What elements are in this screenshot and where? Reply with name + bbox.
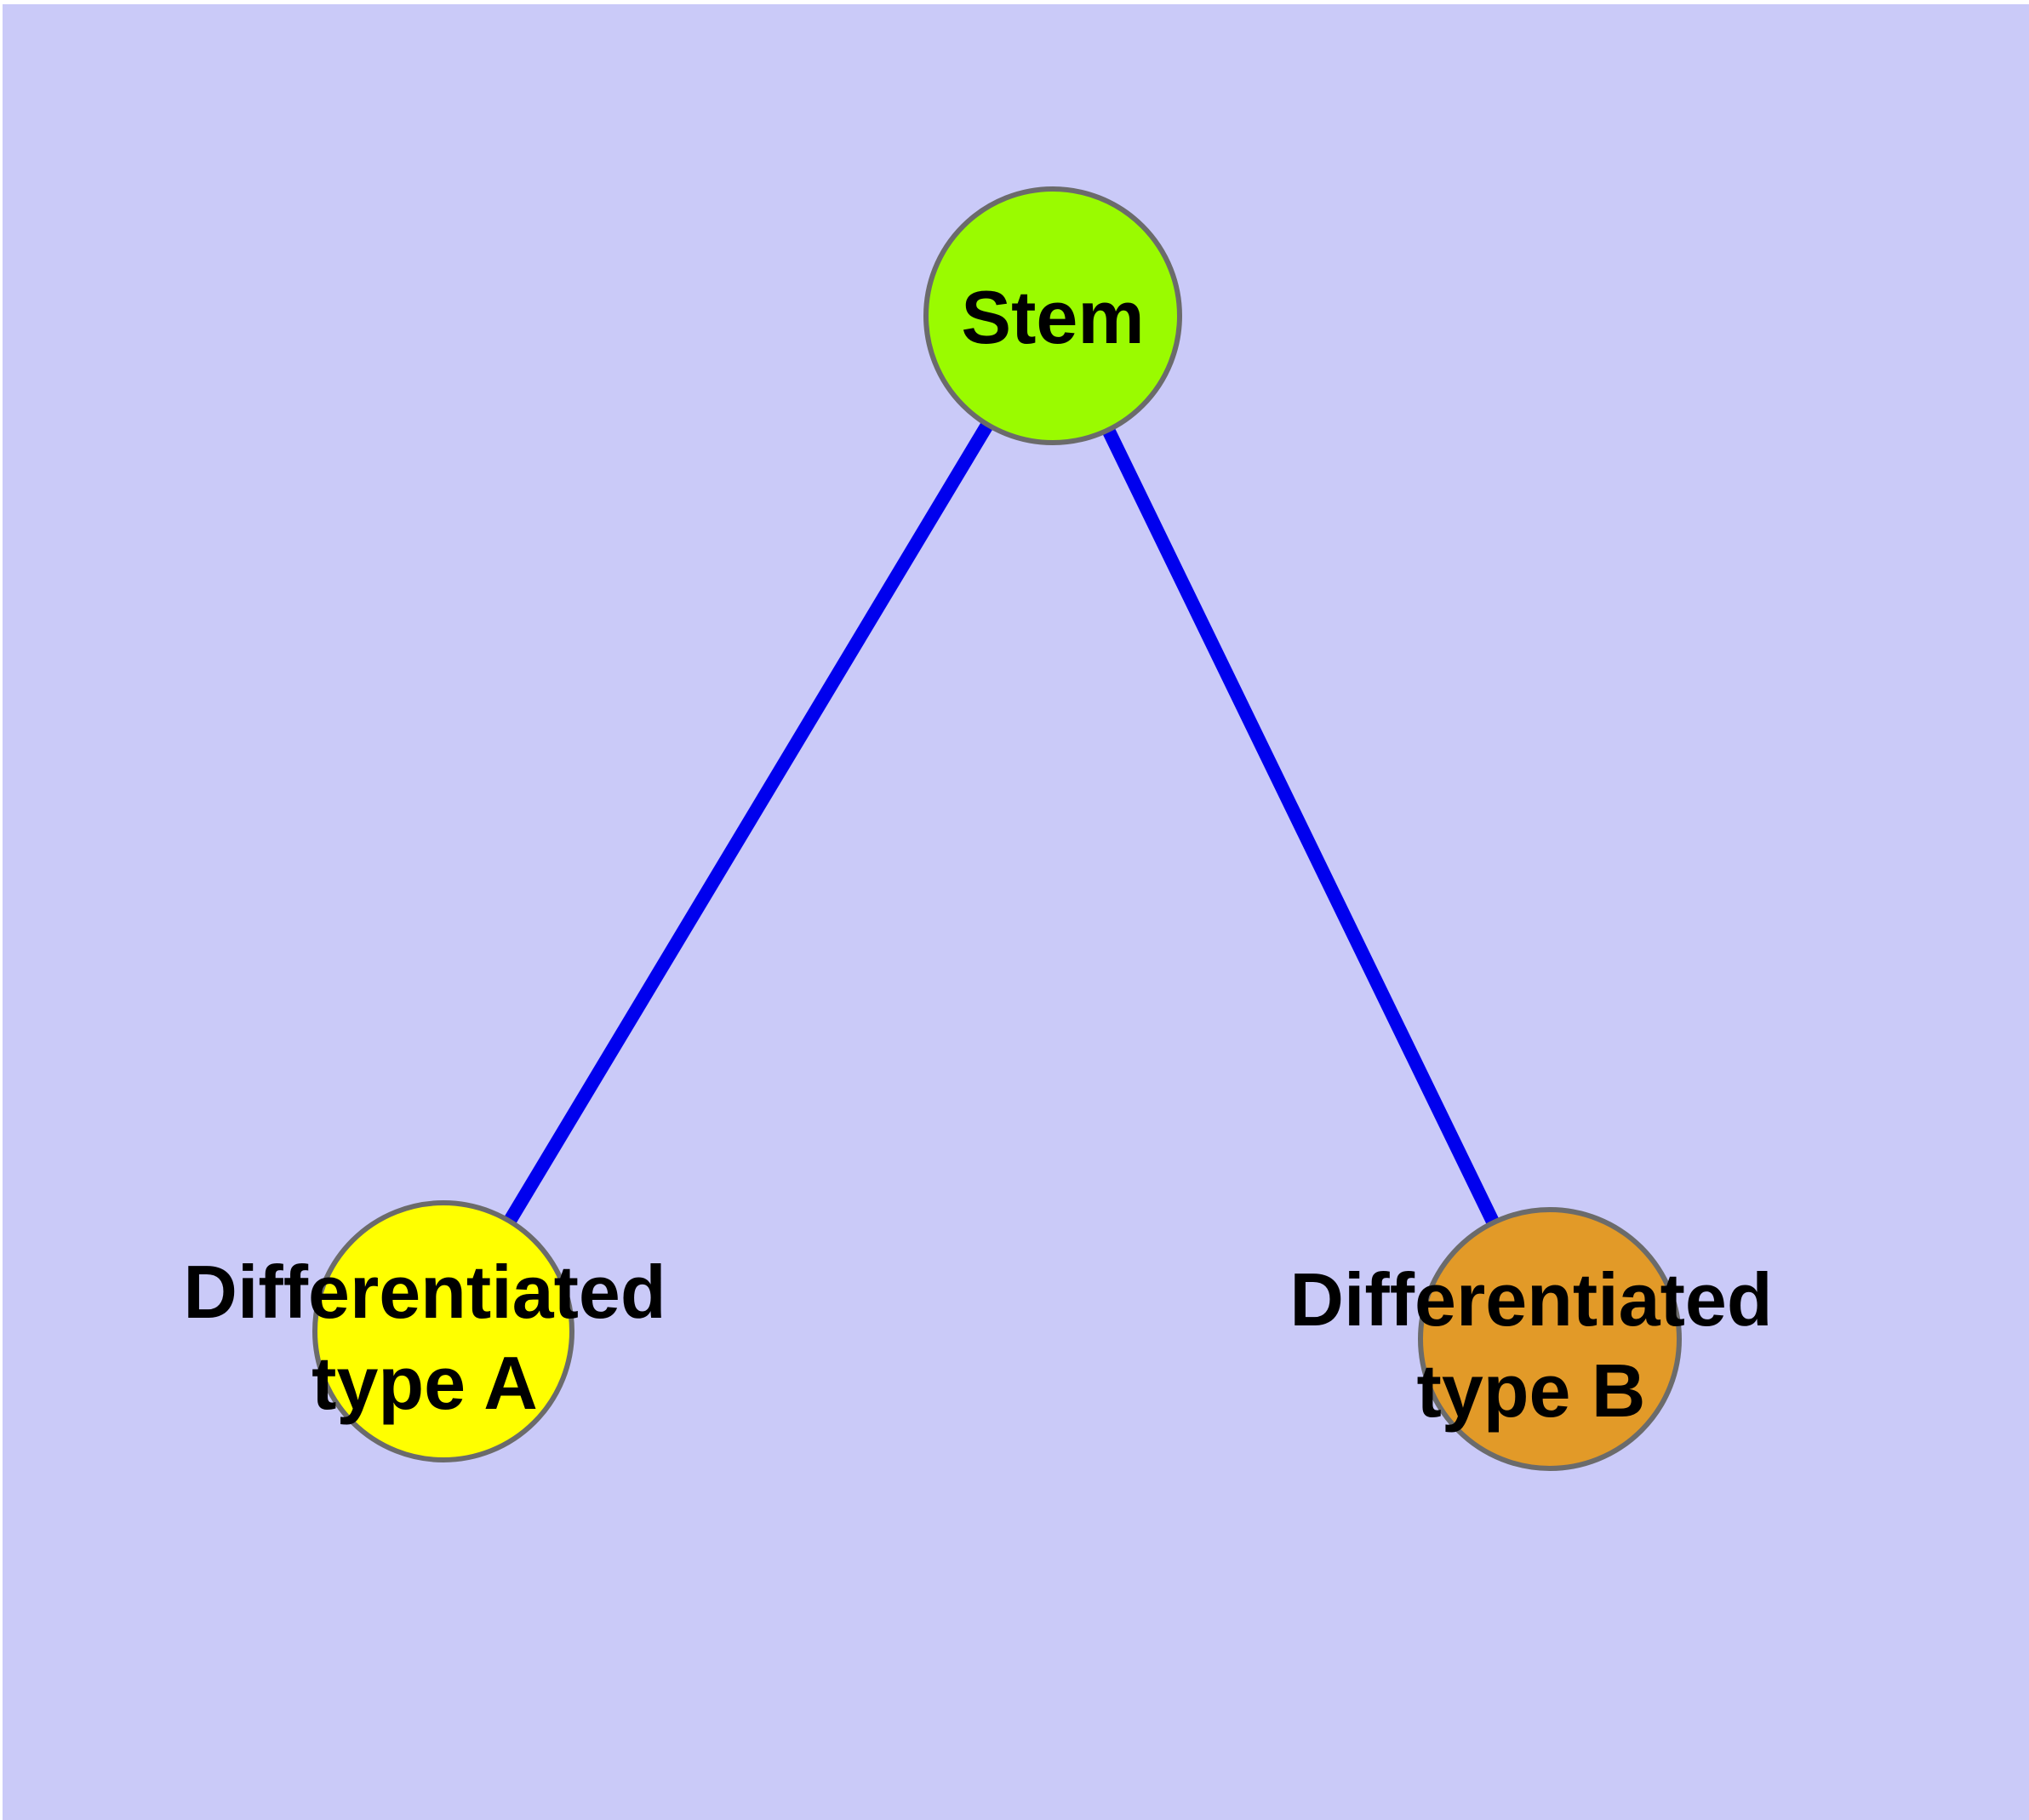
node-type-a-label-line1: Differentiated <box>183 1250 666 1334</box>
node-type-a-label-line2: type A <box>311 1341 538 1425</box>
node-differentiated-type-b <box>1418 1207 1682 1471</box>
edge-stem-to-type-a <box>437 312 1059 1336</box>
node-type-b-label-line2: type B <box>1417 1348 1646 1433</box>
edge-stem-to-type-b <box>1046 312 1557 1342</box>
node-stem <box>923 186 1182 445</box>
node-stem-label: Stem <box>961 275 1144 359</box>
node-type-b-label-line1: Differentiated <box>1289 1257 1772 1342</box>
node-differentiated-type-a <box>312 1200 574 1462</box>
